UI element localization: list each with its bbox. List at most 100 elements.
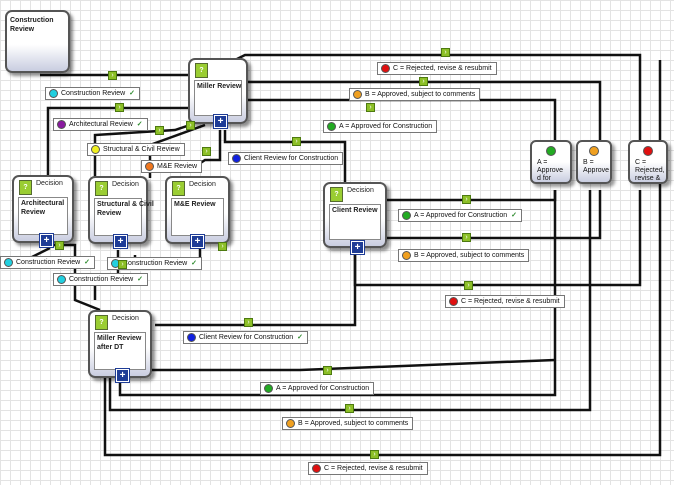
add-plus-icon[interactable]: +: [191, 235, 204, 248]
arrow-right-icon[interactable]: ›: [323, 366, 332, 375]
check-icon: ✓: [129, 90, 136, 97]
node-title: Structural & Civil Review: [97, 201, 154, 217]
arrow-right-icon[interactable]: ›: [108, 71, 117, 80]
edge-label[interactable]: Client Review for Construction: [228, 152, 344, 165]
arrow-left-icon[interactable]: ›: [202, 147, 211, 156]
status-dot-red: [312, 464, 321, 473]
arrow-down-icon[interactable]: ›: [186, 121, 195, 130]
edge-label-text: B = Approved, subject to comments: [414, 252, 525, 259]
check-icon: ✓: [84, 259, 91, 266]
option-label: A = Approve d for: [537, 159, 564, 182]
edge-label-text: Client Review for Construction: [244, 155, 339, 162]
add-plus-icon[interactable]: +: [40, 234, 53, 247]
edge-label[interactable]: C = Rejected, revise & resubmit: [445, 295, 565, 308]
decision-doc-icon: ?: [195, 63, 208, 78]
node-title: Architectural Review: [21, 200, 65, 216]
node-title: Construction Review: [10, 17, 54, 33]
edge-label[interactable]: B = Approved, subject to comments: [282, 417, 414, 430]
edge-label[interactable]: Construction Review ✓: [0, 256, 96, 269]
status-dot-blue: [232, 154, 241, 163]
node-kind: Decision: [347, 187, 374, 194]
edge-label[interactable]: Architectural Review ✓: [53, 118, 148, 131]
node-body: [171, 198, 224, 236]
edge-label-text: B = Approved, subject to comments: [365, 91, 476, 98]
check-icon: ✓: [511, 212, 518, 219]
option-box-b[interactable]: B = Approve: [576, 140, 612, 184]
edge-label-text: C = Rejected, revise & resubmit: [324, 465, 423, 472]
edge-label-text: C = Rejected, revise & resubmit: [461, 298, 560, 305]
node-body: [18, 197, 68, 235]
arrow-right-icon[interactable]: ›: [55, 241, 64, 250]
status-dot-blue: [187, 333, 196, 342]
status-dot-orange: [402, 251, 411, 260]
edge-label-text: Construction Review: [61, 90, 126, 97]
arrow-down-icon[interactable]: ›: [118, 260, 127, 269]
construction-review-start-node[interactable]: Construction Review: [5, 10, 70, 73]
add-plus-icon[interactable]: +: [114, 235, 127, 248]
edge-label[interactable]: Construction Review ✓: [45, 87, 141, 100]
edge-label[interactable]: C = Rejected, revise & resubmit: [377, 62, 497, 75]
edge-label[interactable]: B = Approved, subject to comments: [349, 88, 481, 101]
node-body: [194, 80, 242, 116]
arrow-right-icon[interactable]: ›: [292, 137, 301, 146]
miller-review-after-dt-node[interactable]: ? Decision Miller Review after DT +: [88, 310, 152, 382]
option-label: B = Approve: [583, 159, 610, 174]
structural-civil-review-node[interactable]: ? Decision Structural & Civil Review +: [88, 176, 154, 248]
status-dot-purple: [57, 120, 66, 129]
status-dot-orange: [286, 419, 295, 428]
edge-label[interactable]: A = Approved for Construction: [323, 120, 438, 133]
status-dot-red: [381, 64, 390, 73]
edge-label-text: Construction Review: [16, 259, 81, 266]
node-body: [329, 204, 381, 240]
node-body: [94, 332, 146, 370]
node-title: M&E Review: [174, 201, 216, 208]
arrow-right-icon[interactable]: ›: [345, 404, 354, 413]
edge-label[interactable]: A = Approved for Construction: [260, 382, 375, 395]
arrow-right-icon[interactable]: ›: [419, 77, 428, 86]
node-kind: Decision: [36, 180, 63, 187]
decision-doc-icon: ?: [19, 180, 32, 195]
edge-label[interactable]: Client Review for Construction ✓: [183, 331, 308, 344]
edge-label[interactable]: B = Approved, subject to comments: [398, 249, 530, 262]
arrow-left-icon[interactable]: ›: [155, 126, 164, 135]
miller-review-node[interactable]: ? Miller Review +: [188, 58, 248, 128]
edge-label[interactable]: A = Approved for Construction ✓: [398, 209, 523, 222]
arrow-left-icon[interactable]: ›: [115, 103, 124, 112]
arrow-right-icon[interactable]: ›: [441, 48, 450, 57]
status-dot-green: [402, 211, 411, 220]
arrow-right-icon[interactable]: ›: [464, 281, 473, 290]
arrow-right-icon[interactable]: ›: [244, 318, 253, 327]
check-icon: ✓: [297, 334, 303, 341]
edge-label[interactable]: M&E Review: [141, 160, 203, 173]
option-box-a[interactable]: A = Approve d for: [530, 140, 572, 184]
add-plus-icon[interactable]: +: [116, 369, 129, 382]
add-plus-icon[interactable]: +: [351, 241, 364, 254]
add-plus-icon[interactable]: +: [214, 115, 227, 128]
arrow-right-icon[interactable]: ›: [462, 195, 471, 204]
node-title: Miller Review after DT: [97, 335, 142, 351]
edge-label-text: C = Rejected, revise & resubmit: [393, 65, 492, 72]
status-dot-yellow: [91, 145, 100, 154]
status-dot-green: [327, 122, 336, 131]
edge-label[interactable]: Construction Review ✓: [107, 257, 203, 270]
edge-label-text: A = Approved for Construction: [339, 123, 433, 130]
me-review-node[interactable]: ? Decision M&E Review +: [165, 176, 230, 248]
node-title: Client Review: [332, 207, 378, 214]
edge-label[interactable]: C = Rejected, revise & resubmit: [308, 462, 428, 475]
arrow-right-icon[interactable]: ›: [218, 242, 227, 251]
architectural-review-node[interactable]: ? Decision Architectural Review +: [12, 175, 74, 247]
client-review-node[interactable]: ? Decision Client Review +: [323, 182, 387, 254]
edge-label[interactable]: Construction Review ✓: [53, 273, 149, 286]
edge-label[interactable]: Structural & Civil Review: [87, 143, 185, 156]
edge-label-text: Construction Review: [123, 260, 188, 267]
edge-label-text: A = Approved for Construction: [276, 385, 370, 392]
arrow-right-icon[interactable]: ›: [462, 233, 471, 242]
edge-label-text: B = Approved, subject to comments: [298, 420, 409, 427]
option-box-c[interactable]: C = Rejected, revise &: [628, 140, 668, 184]
status-dot-red: [643, 146, 653, 156]
arrow-right-icon[interactable]: ›: [370, 450, 379, 459]
arrow-right-icon[interactable]: ›: [366, 103, 375, 112]
check-icon: ✓: [191, 260, 198, 267]
decision-doc-icon: ?: [330, 187, 343, 202]
status-dot-orange: [145, 162, 154, 171]
